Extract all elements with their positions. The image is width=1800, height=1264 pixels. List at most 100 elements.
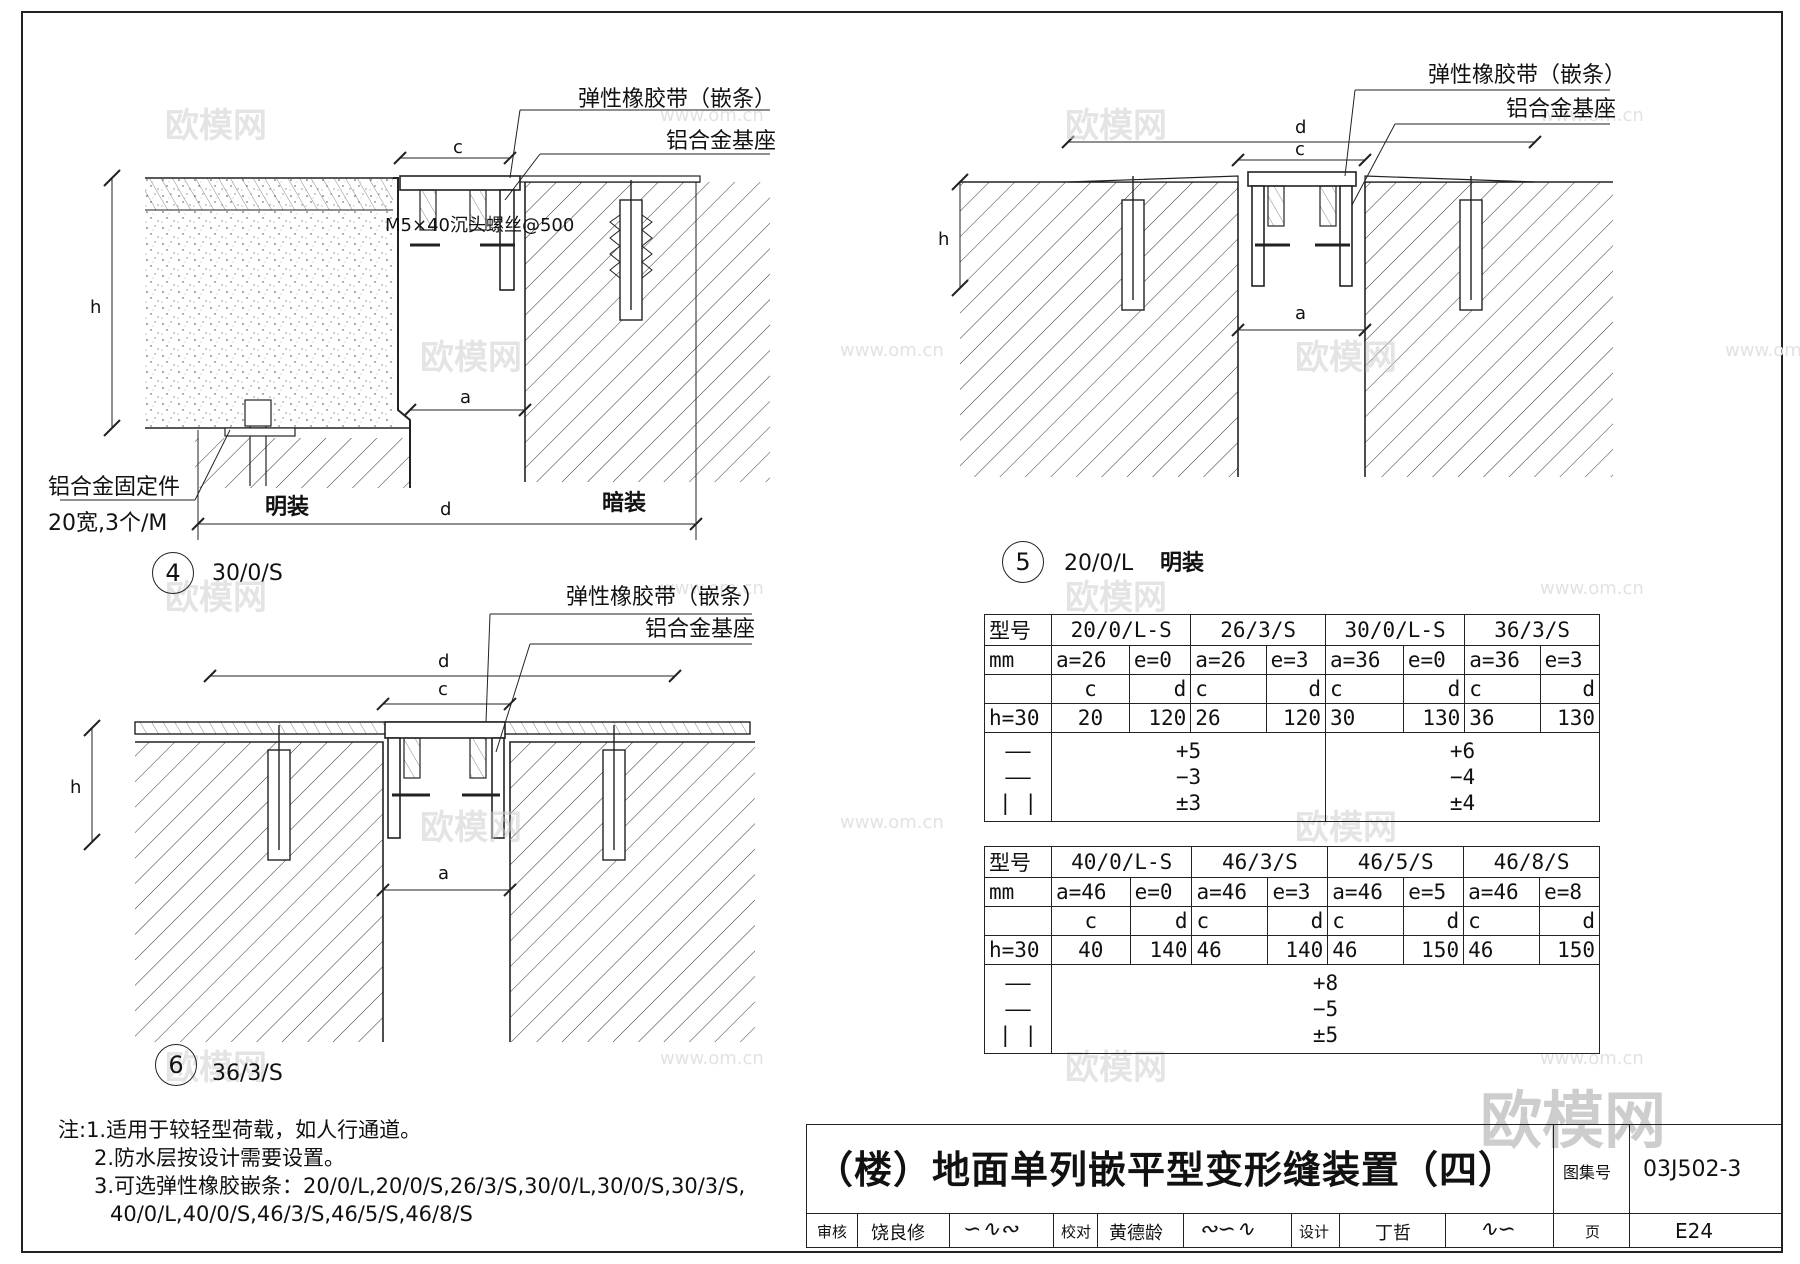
table-cd-label: c (1464, 674, 1541, 704)
atlas-number: 03J502-3 (1643, 1157, 1742, 1182)
table-param: e=3 (1539, 645, 1601, 675)
table-value: 140 (1267, 935, 1329, 965)
tolerance-value: ±4 (1449, 791, 1476, 815)
detail5-dim-h: h (938, 229, 950, 250)
design-label: 设计 (1299, 1223, 1330, 1241)
watermark: 欧模网 (1065, 1048, 1167, 1088)
tolerance-value: ±3 (1175, 791, 1202, 815)
watermark-url: www.om.cn (1725, 340, 1800, 361)
table-param: a=46 (1463, 877, 1541, 907)
detail5-model: 20/0/L (1064, 551, 1134, 576)
detail6-base-label: 铝合金基座 (645, 617, 756, 642)
table-param: a=36 (1324, 645, 1404, 675)
title-block: （楼）地面单列嵌平型变形缝装置（四） 图集号 03J502-3 审核 饶良修 ∽… (806, 1124, 1782, 1248)
table-model: 26/3/S (1190, 614, 1326, 646)
detail4-rubber-label: 弹性橡胶带（嵌条） (578, 87, 777, 112)
table-value: 130 (1402, 703, 1466, 733)
note-line: 2.防水层按设计需要设置。 (94, 1146, 346, 1170)
watermark: 欧模网 (1295, 338, 1397, 378)
table-value: 150 (1403, 935, 1465, 965)
table-cd-label: d (1402, 674, 1466, 704)
table-cd-label: c (1327, 906, 1405, 936)
detail6-dim-h: h (70, 777, 82, 798)
tolerance-value: ±5 (1312, 1023, 1339, 1047)
detail4-fixer-label: 铝合金固定件 (48, 475, 181, 500)
table-unit-label: mm (984, 877, 1052, 907)
watermark: 欧模网 (1065, 106, 1167, 146)
checker-signature: ∾∽∿ (1199, 1217, 1255, 1242)
table-cd-label: c (1051, 906, 1131, 936)
watermark: 欧模网 (1065, 578, 1167, 618)
table-param: e=5 (1403, 877, 1465, 907)
table-cd-label: d (1539, 674, 1601, 704)
tolerance-symbol: —— (1005, 997, 1031, 1021)
detail4-base-label: 铝合金基座 (666, 129, 777, 154)
table-param: a=26 (1051, 645, 1130, 675)
check-label: 校对 (1061, 1223, 1092, 1241)
table-param: a=46 (1191, 877, 1269, 907)
reviewer-signature: ∽∿∾ (963, 1217, 1019, 1242)
table-header-label: 型号 (984, 846, 1052, 878)
detail4-concealed-label: 暗装 (602, 491, 647, 516)
watermark-url: www.om.cn (1540, 578, 1644, 599)
detail6-model: 36/3/S (212, 1061, 283, 1086)
table-value: 40 (1051, 935, 1131, 965)
detail5-dim-a: a (1295, 303, 1307, 324)
table-model: 36/3/S (1464, 614, 1600, 646)
page-number: E24 (1675, 1219, 1714, 1243)
table-model: 46/3/S (1191, 846, 1329, 878)
tolerance-value: +5 (1175, 739, 1202, 763)
detail4-dim-h: h (90, 297, 102, 318)
detail-4-drawing (60, 109, 770, 540)
watermark: 欧模网 (420, 338, 522, 378)
detail6-dim-c: c (438, 679, 448, 700)
table-param: a=36 (1464, 645, 1541, 675)
detail4-model: 30/0/S (212, 561, 283, 586)
table-param: e=8 (1539, 877, 1600, 907)
table-cd-label: c (1324, 674, 1404, 704)
watermark-url: www.om.cn (660, 1048, 764, 1069)
atlas-label: 图集号 (1563, 1163, 1612, 1182)
table-h-label: h=30 (984, 703, 1052, 733)
table-value: 26 (1190, 703, 1267, 733)
watermark-url: www.om.cn (840, 812, 944, 833)
detail6-number: 6 (155, 1044, 197, 1086)
brand-watermark: 欧模网 (1480, 1084, 1667, 1157)
watermark: 欧模网 (420, 808, 522, 848)
detail6-rubber-label: 弹性橡胶带（嵌条） (566, 585, 765, 610)
page-label: 页 (1585, 1223, 1601, 1241)
table-param: a=46 (1051, 877, 1131, 907)
watermark: 欧模网 (165, 106, 267, 146)
table-unit-label: mm (984, 645, 1052, 675)
checker-name: 黄德龄 (1109, 1223, 1163, 1244)
detail5-base-label: 铝合金基座 (1506, 97, 1617, 122)
tolerance-value: +6 (1449, 739, 1476, 763)
table-value: 30 (1324, 703, 1404, 733)
notes: 注:1.适用于较轻型荷载，如人行通道。 2.防水层按设计需要设置。 3.可选弹性… (58, 1116, 745, 1228)
note-line: 注:1.适用于较轻型荷载，如人行通道。 (58, 1118, 422, 1142)
spec-table-2: 型号 40/0/L-S 46/3/S 46/5/S 46/8/S mm a=46… (984, 846, 1600, 1054)
table-model: 40/0/L-S (1050, 846, 1193, 878)
detail5-number: 5 (1002, 541, 1044, 583)
table-value: 120 (1128, 703, 1192, 733)
table-model: 30/0/L-S (1324, 614, 1466, 646)
detail4-dim-c: c (453, 137, 463, 158)
note-line: 3.可选弹性橡胶嵌条：20/0/L,20/0/S,26/3/S,30/0/L,3… (94, 1174, 746, 1198)
spec-table-1: 型号 20/0/L-S 26/3/S 30/0/L-S 36/3/S mm a=… (984, 614, 1601, 822)
table-value: 130 (1539, 703, 1601, 733)
tolerance-value: −5 (1312, 997, 1339, 1021)
table-value: 150 (1539, 935, 1600, 965)
table-cd-label: c (1463, 906, 1541, 936)
detail5-install: 明装 (1160, 551, 1205, 576)
watermark-url: www.om.cn (660, 578, 764, 599)
detail-6-drawing (83, 613, 755, 1042)
table-cd-label: d (1129, 906, 1193, 936)
table-cd-label: d (1403, 906, 1465, 936)
table-param: e=0 (1129, 877, 1193, 907)
table-value: 46 (1191, 935, 1269, 965)
table-model: 46/8/S (1463, 846, 1600, 878)
table-value: 46 (1463, 935, 1541, 965)
table-param: a=26 (1190, 645, 1267, 675)
table-param: e=0 (1402, 645, 1466, 675)
